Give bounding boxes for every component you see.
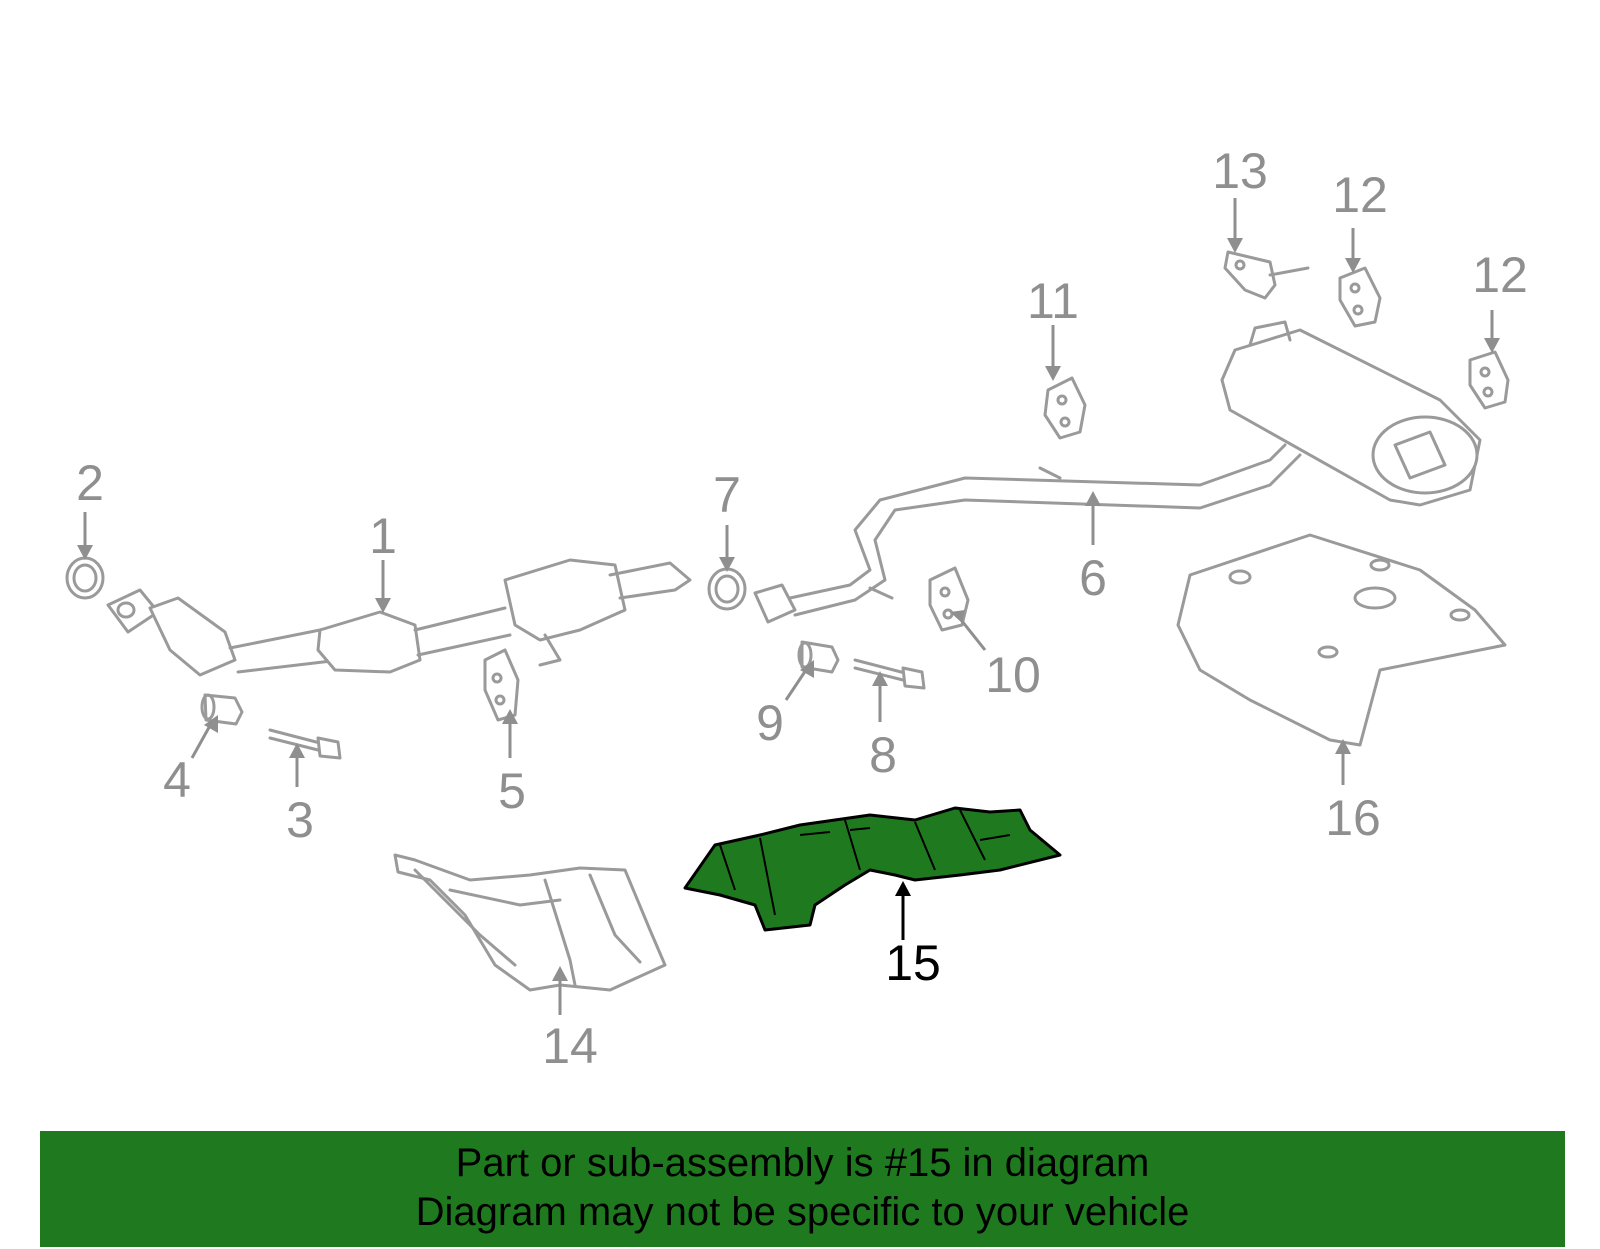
callout-numbers: 2 1 3 4 5 6 7 8 9 10 11 12 12 13 14 15 1… <box>76 143 1528 1074</box>
part-7-gasket[interactable] <box>707 567 747 611</box>
callout-11: 11 <box>1027 273 1079 329</box>
callout-12a: 12 <box>1332 167 1388 223</box>
callout-7: 7 <box>713 467 741 523</box>
part-2-gasket[interactable] <box>65 556 105 600</box>
part-12-hanger-a[interactable] <box>1338 266 1382 328</box>
part-12-hanger-b[interactable] <box>1468 350 1510 410</box>
banner-line-2: Diagram may not be specific to your vehi… <box>415 1190 1190 1234</box>
callout-16: 16 <box>1325 790 1381 846</box>
info-banner: Part or sub-assembly is #15 in diagram D… <box>40 1131 1565 1247</box>
part-1-front-pipe[interactable] <box>106 558 692 677</box>
part-13-bracket[interactable] <box>1223 250 1310 300</box>
callout-14: 14 <box>542 1018 598 1074</box>
leader-arrowheads <box>77 238 1500 981</box>
callout-5: 5 <box>498 763 526 819</box>
part-16-heat-shield[interactable] <box>1176 533 1507 747</box>
part-3-bolt[interactable] <box>268 728 342 760</box>
part-4-spacer[interactable] <box>200 693 244 726</box>
part-14-heat-shield[interactable] <box>393 853 667 992</box>
callout-6: 6 <box>1079 550 1107 606</box>
callout-13: 13 <box>1212 143 1268 199</box>
callout-10: 10 <box>985 647 1041 703</box>
part-15-heat-shield[interactable] <box>683 806 1062 932</box>
callout-9: 9 <box>756 695 784 751</box>
part-11-hanger[interactable] <box>1043 376 1087 440</box>
part-5-hanger[interactable] <box>483 648 520 722</box>
callout-2: 2 <box>76 455 104 511</box>
callout-15: 15 <box>885 935 941 991</box>
leader-lines <box>83 198 1494 1015</box>
part-8-bolt[interactable] <box>853 658 926 690</box>
callout-12b: 12 <box>1472 247 1528 303</box>
part-6-center-pipe[interactable] <box>753 443 1302 624</box>
callout-8: 8 <box>869 727 897 783</box>
callout-4: 4 <box>163 752 191 808</box>
callout-1: 1 <box>369 508 397 564</box>
muffler[interactable] <box>1220 320 1482 507</box>
callout-3: 3 <box>286 792 314 848</box>
banner-line-1: Part or sub-assembly is #15 in diagram <box>455 1141 1150 1185</box>
